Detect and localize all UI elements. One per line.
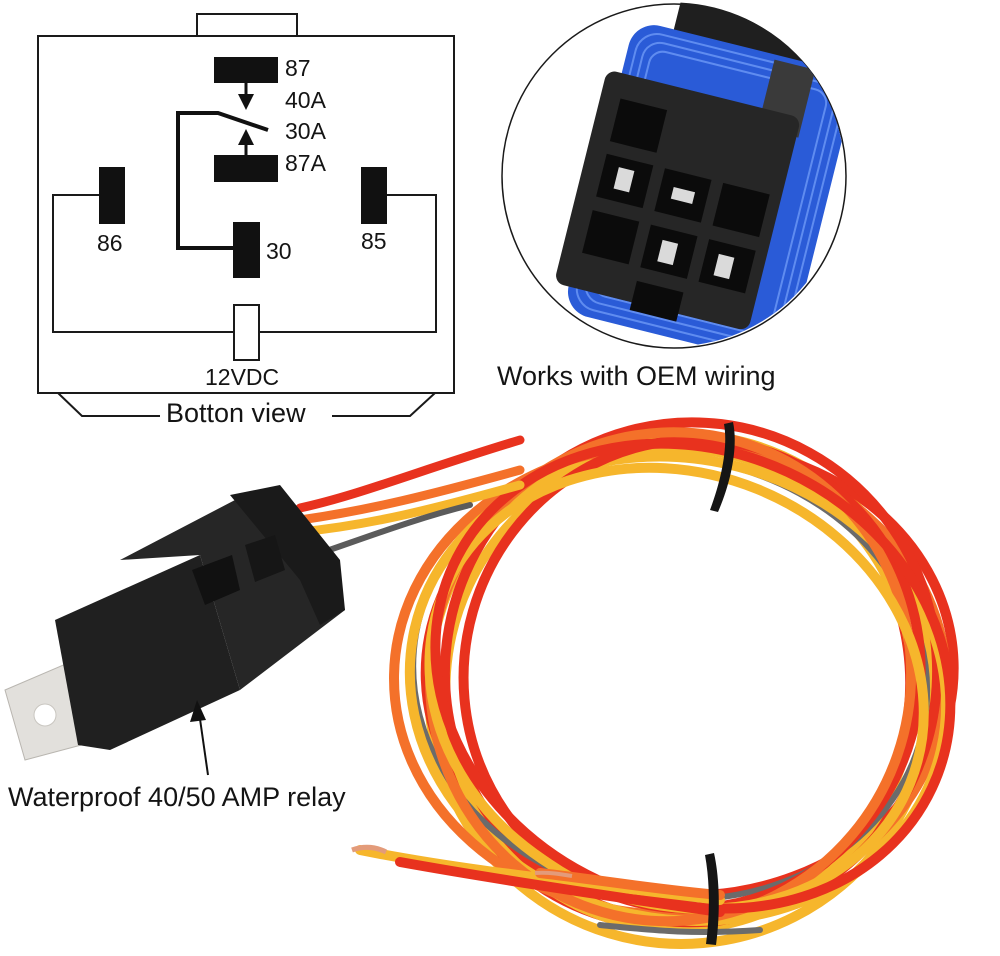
relay-lock-tab	[245, 535, 285, 582]
coil-voltage-label: 12VDC	[205, 364, 280, 390]
relay-pointer-arrow	[190, 700, 209, 776]
wire-yellow-lead	[295, 480, 525, 537]
zip-tie-bottom	[705, 853, 719, 945]
pin-87a-label: 87A	[285, 150, 326, 176]
wire-tail	[597, 922, 763, 936]
connector-caption: Works with OEM wiring	[497, 361, 776, 391]
pin-85-terminal	[361, 167, 387, 224]
wire-red-lead	[295, 435, 525, 513]
down-arrow-icon	[238, 83, 254, 110]
pin-87-terminal	[214, 57, 278, 83]
coil-wire-right	[259, 194, 437, 333]
connector-terminals	[613, 167, 735, 280]
rating-no-label: 40A	[285, 87, 326, 113]
relay-connector-rear	[230, 485, 345, 625]
pin-87-label: 87	[285, 55, 311, 81]
base-right-line	[332, 392, 436, 417]
mounting-hole	[33, 703, 57, 727]
relay-caption: Waterproof 40/50 AMP relay	[8, 782, 346, 812]
pin-30-label: 30	[266, 238, 292, 264]
relay-body	[55, 555, 240, 750]
relay-latch	[192, 555, 240, 605]
base-left-line	[57, 392, 160, 417]
pin-30-terminal	[233, 222, 260, 278]
relay	[4, 485, 345, 761]
coil-wire-left	[52, 194, 234, 333]
wire-orange-lead	[295, 465, 525, 525]
diagram-title: Botton view	[166, 398, 306, 428]
rating-nc-label: 30A	[285, 118, 326, 144]
switch-arm	[176, 111, 269, 250]
pin-86-terminal	[99, 167, 125, 224]
pin-86-label: 86	[97, 230, 123, 256]
zip-tie-top	[710, 422, 735, 512]
stripped-wire-ends	[351, 844, 573, 878]
wire-coil	[355, 417, 959, 949]
pin-85-label: 85	[361, 228, 387, 254]
up-arrow-icon	[238, 129, 254, 155]
wire-tail	[395, 857, 725, 917]
coil-symbol	[233, 304, 260, 361]
pin-87a-terminal	[214, 155, 278, 182]
zip-ties	[705, 422, 735, 945]
